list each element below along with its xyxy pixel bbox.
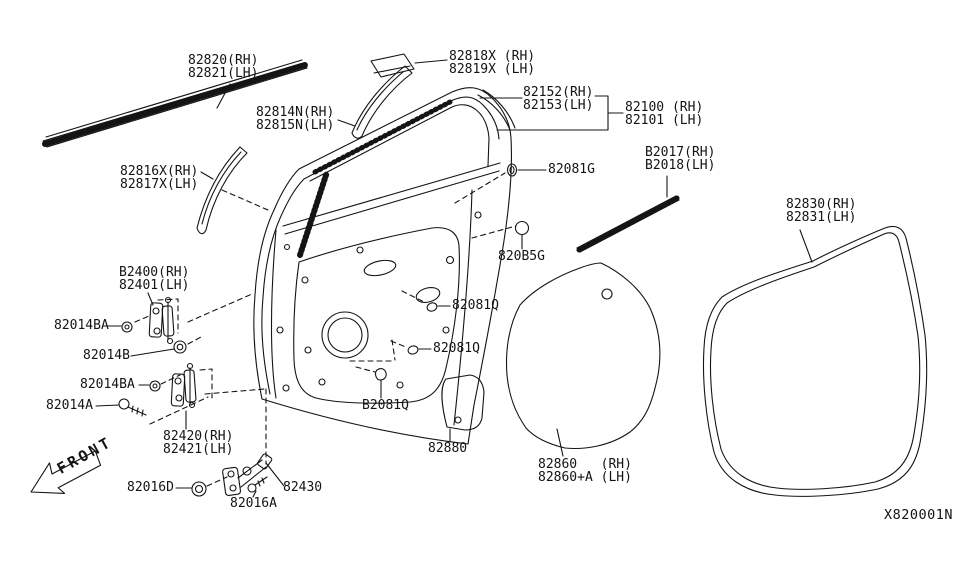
nut-82014ba-upper-drawing (121, 321, 133, 333)
part-label-82814n-82815n[interactable]: 82814N(RH)82815N(LH) (256, 105, 335, 133)
weatherstrip-drawing (702, 225, 928, 497)
clip-82081q-2-drawing (407, 345, 419, 355)
bolt-82016a-drawing (247, 476, 268, 493)
part-label-b2400-82401[interactable]: B2400(RH)82401(LH) (119, 265, 190, 293)
grommet-82081g-drawing (506, 163, 518, 177)
nut-82014ba-lower-drawing (149, 380, 161, 392)
diagram-code: X820001N (884, 507, 954, 523)
sash-tape-82814-drawing (351, 65, 413, 139)
check-link-drawing (222, 453, 273, 496)
part-label-82880[interactable]: 82880 (428, 441, 468, 456)
lower-hinge-drawing (170, 362, 197, 409)
part-label-82081g[interactable]: 82081G (548, 162, 595, 177)
part-label-82820-82821[interactable]: 82820(RH)82821(LH) (188, 53, 259, 81)
part-label-b2017-b2018[interactable]: B2017(RH)B2018(LH) (645, 145, 716, 173)
sealing-screen-drawing (506, 262, 661, 449)
bolt-82016d-drawing (191, 481, 207, 497)
part-label-82016a[interactable]: 82016A (230, 496, 277, 511)
part-label-82430[interactable]: 82430 (283, 480, 323, 495)
grommet-820b5g-drawing (514, 220, 530, 236)
sash-tape-82818-drawing (370, 53, 415, 78)
part-label-82014ba-lower[interactable]: 82014BA (80, 377, 135, 392)
bolt-82014a-drawing (118, 398, 147, 417)
part-label-82830-82831[interactable]: 82830(RH)82831(LH) (786, 197, 857, 225)
dashed-lines (134, 172, 517, 487)
clip-82081q-1-drawing (426, 302, 438, 312)
part-label-82081q-2[interactable]: 82081Q (433, 341, 480, 356)
part-label-82016d[interactable]: 82016D (127, 480, 174, 495)
part-label-82081q-1[interactable]: 82081Q (452, 298, 499, 313)
door-panel-drawing (253, 87, 516, 445)
part-label-820b5g[interactable]: 820B5G (498, 249, 545, 264)
part-label-82816x-82817x[interactable]: 82816X(RH)82817X(LH) (120, 164, 199, 192)
sash-strip-b2017-drawing (576, 195, 680, 253)
sealing-patch-drawing (441, 374, 485, 431)
upper-hinge-drawing (148, 296, 175, 345)
part-label-82818x-82819x[interactable]: 82818X (RH)82819X (LH) (449, 49, 536, 77)
nut-82014b-drawing (173, 340, 187, 354)
part-label-82152-82153[interactable]: 82152(RH)82153(LH) (523, 85, 594, 113)
part-label-82014ba-upper[interactable]: 82014BA (54, 318, 109, 333)
part-label-82014a[interactable]: 82014A (46, 398, 93, 413)
leader-lines (95, 59, 813, 498)
sash-tape-82816-drawing (196, 146, 248, 235)
front-arrow-icon (30, 450, 102, 494)
part-label-82420-82421[interactable]: 82420(RH)82421(LH) (163, 429, 234, 457)
moulding-strip-drawing (42, 59, 308, 148)
part-label-82014b[interactable]: 82014B (83, 348, 130, 363)
part-label-b2081q[interactable]: B2081Q (362, 398, 409, 413)
clip-b2081q-drawing (375, 368, 387, 381)
part-label-82860[interactable]: 82860 (RH)82860+A (LH) (538, 457, 632, 485)
part-label-82100-82101[interactable]: 82100 (RH)82101 (LH) (625, 100, 704, 128)
